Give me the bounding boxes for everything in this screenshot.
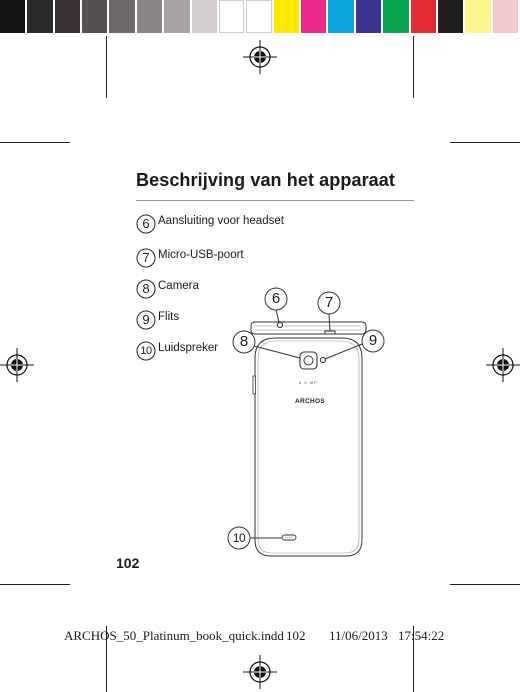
registration-mark-icon bbox=[243, 40, 277, 74]
color-swatch bbox=[136, 0, 163, 33]
page-title: Beschrijving van het apparaat bbox=[136, 170, 395, 190]
phone-top-edge bbox=[250, 321, 367, 335]
color-swatch bbox=[218, 0, 245, 33]
crop-mark bbox=[106, 36, 107, 98]
callout-number: 10 bbox=[140, 345, 152, 357]
crop-mark bbox=[0, 584, 70, 585]
color-swatch bbox=[437, 0, 464, 33]
crop-mark bbox=[106, 626, 107, 692]
crop-mark bbox=[450, 584, 520, 585]
crop-mark bbox=[450, 142, 520, 143]
callout-6-leader bbox=[275, 309, 280, 323]
color-swatch bbox=[82, 0, 108, 33]
callout-9-number: 9 bbox=[368, 332, 378, 349]
color-swatch bbox=[109, 0, 135, 33]
callout-number-badge: 9 bbox=[136, 310, 156, 330]
color-swatch bbox=[164, 0, 190, 33]
callout-6-number: 6 bbox=[271, 290, 281, 307]
callout-number-badge: 7 bbox=[136, 248, 156, 268]
color-swatch bbox=[410, 0, 436, 33]
camera-megapixel-label: 8.0 MP bbox=[299, 380, 318, 385]
title-divider bbox=[136, 200, 414, 201]
color-swatch bbox=[0, 0, 26, 33]
registration-mark-icon bbox=[243, 655, 277, 689]
color-swatch bbox=[465, 0, 491, 33]
color-calibration-bar bbox=[0, 0, 520, 33]
callout-10-number: 10 bbox=[232, 531, 246, 545]
callout-8-number: 8 bbox=[239, 333, 249, 350]
color-swatch bbox=[492, 0, 518, 33]
legend-label: Micro-USB-poort bbox=[158, 249, 244, 261]
callout-9-leader bbox=[324, 343, 363, 360]
callout-8-leader bbox=[253, 345, 301, 359]
slug-time: 17:54:22 bbox=[398, 628, 445, 643]
color-swatch bbox=[54, 0, 81, 33]
legend-label: Aansluiting voor headset bbox=[158, 215, 284, 227]
callout-number-badge: 6 bbox=[136, 214, 156, 234]
crop-mark bbox=[0, 142, 70, 143]
legend-label: Flits bbox=[158, 311, 180, 323]
slug-filename: ARCHOS_50_Platinum_book_quick.indd bbox=[64, 628, 284, 643]
color-swatch bbox=[246, 0, 272, 33]
callout-number-badge: 10 bbox=[136, 341, 156, 361]
legend-label: Luidspreker bbox=[158, 342, 219, 354]
color-swatch bbox=[191, 0, 217, 33]
slug-date: 11/06/2013 bbox=[329, 628, 388, 643]
callout-8-badge bbox=[232, 330, 256, 354]
color-swatch bbox=[301, 0, 327, 33]
color-swatch bbox=[383, 0, 409, 33]
page-number: 102 bbox=[116, 555, 140, 571]
callout-number-badge: 8 bbox=[136, 279, 156, 299]
color-swatch bbox=[328, 0, 354, 33]
callout-9-badge bbox=[361, 329, 385, 353]
color-swatch bbox=[273, 0, 300, 33]
callout-number: 9 bbox=[142, 312, 150, 327]
callout-number: 6 bbox=[142, 216, 150, 231]
crop-mark bbox=[413, 36, 414, 98]
callout-7-leader bbox=[328, 313, 331, 332]
phone-back-body bbox=[252, 337, 363, 557]
color-swatch bbox=[355, 0, 382, 33]
registration-mark-icon bbox=[0, 348, 34, 382]
registration-mark-icon bbox=[486, 348, 520, 382]
crop-mark bbox=[413, 626, 414, 692]
color-swatch bbox=[27, 0, 53, 33]
callout-7-number: 7 bbox=[324, 294, 334, 311]
slug-page: 102 bbox=[286, 628, 306, 643]
callout-number: 8 bbox=[142, 281, 150, 296]
device-brand-logo: ARCHOS bbox=[295, 398, 325, 405]
callout-number: 7 bbox=[142, 250, 150, 265]
legend-label: Camera bbox=[158, 280, 199, 292]
